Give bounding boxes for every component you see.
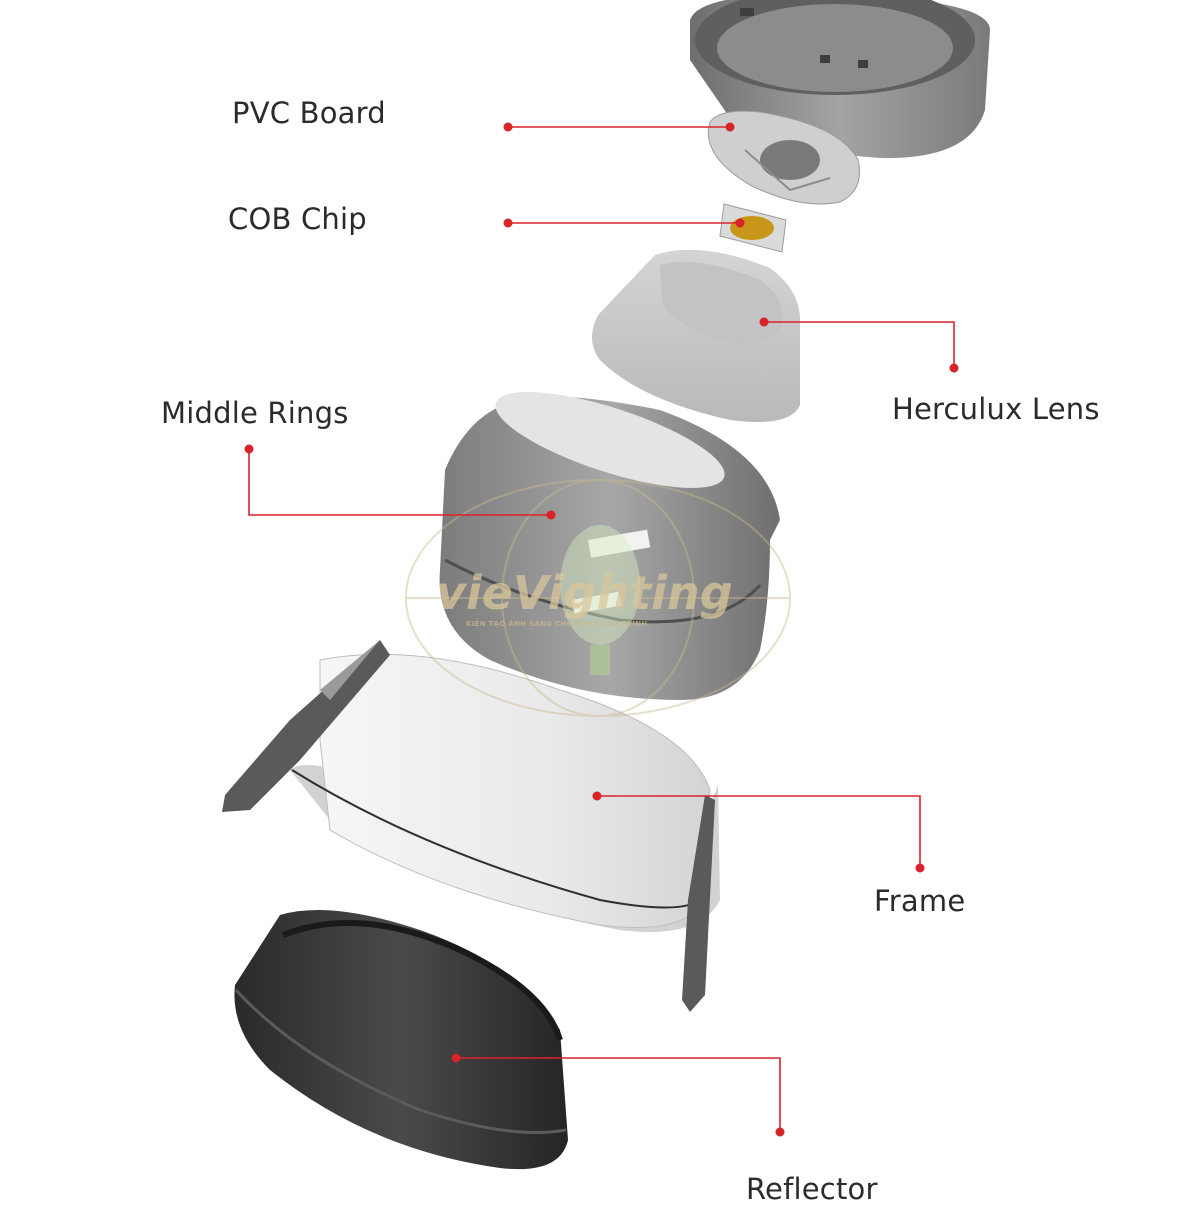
reflector (234, 910, 568, 1170)
leader-middle-rings (244, 444, 556, 520)
frame (222, 640, 720, 1012)
leader-frame (592, 791, 925, 873)
label-reflector: Reflector (746, 1172, 878, 1206)
middle-rings (439, 392, 780, 700)
leader-herculux-lens (759, 317, 959, 373)
watermark-globe (405, 479, 791, 717)
leader-lines (244, 122, 959, 1137)
watermark-brand: vieVighting (436, 566, 733, 620)
leader-reflector (451, 1053, 785, 1137)
leader-cob-chip (503, 218, 745, 228)
herculux-lens (591, 249, 800, 423)
label-herculux-lens: Herculux Lens (892, 392, 1100, 426)
label-frame: Frame (874, 884, 966, 918)
label-middle-rings: Middle Rings (161, 396, 349, 430)
leader-pvc-board (503, 122, 735, 132)
watermark-tagline: KIẾN TẠO ÁNH SÁNG CHO MỌI CÔNG TRÌNH (466, 620, 648, 628)
label-pvc-board: PVC Board (232, 96, 386, 130)
label-cob-chip: COB Chip (228, 202, 367, 236)
pvc-board (707, 110, 860, 205)
cob-chip (719, 203, 787, 253)
